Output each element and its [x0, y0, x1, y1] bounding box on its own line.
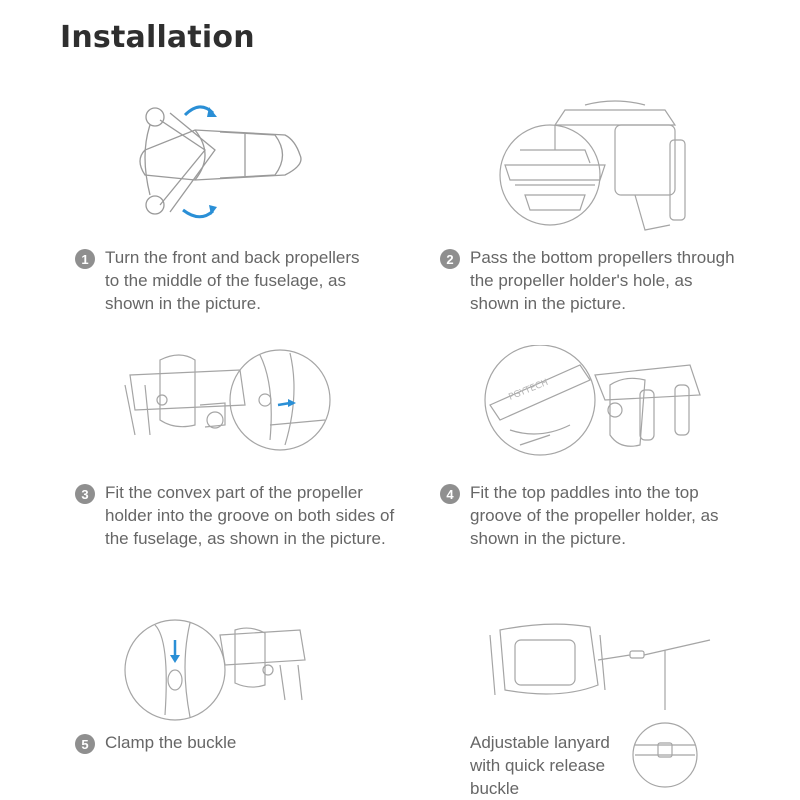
step-number-badge: 4	[440, 484, 460, 504]
illustration-step-4: PGYTECH	[480, 345, 710, 465]
illustration-step-1	[125, 95, 325, 225]
step-number-badge: 2	[440, 249, 460, 269]
lanyard-text: Adjustable lanyard with quick release bu…	[470, 733, 610, 798]
illustration-step-3	[120, 345, 340, 460]
step-text: Fit the top paddles into the top groove …	[470, 483, 719, 548]
step-5: 5 Clamp the buckle	[75, 731, 375, 754]
page-title: Installation	[60, 20, 255, 55]
step-number-badge: 1	[75, 249, 95, 269]
lanyard-caption: Adjustable lanyard with quick release bu…	[470, 731, 630, 800]
step-text: Pass the bottom propellers through the p…	[470, 248, 735, 313]
step-4: 4 Fit the top paddles into the top groov…	[440, 481, 740, 550]
step-1: 1 Turn the front and back propellers to …	[75, 246, 375, 315]
illustration-step-2	[495, 95, 695, 245]
step-text: Clamp the buckle	[105, 733, 237, 752]
step-2: 2 Pass the bottom propellers through the…	[440, 246, 740, 315]
step-number-badge: 5	[75, 734, 95, 754]
step-text: Fit the convex part of the propeller hol…	[105, 483, 395, 548]
illustration-lanyard	[480, 615, 720, 790]
brand-mark: PGYTECH	[507, 378, 549, 403]
step-number-badge: 3	[75, 484, 95, 504]
step-3: 3 Fit the convex part of the propeller h…	[75, 481, 405, 550]
step-text: Turn the front and back propellers to th…	[105, 248, 360, 313]
illustration-step-5	[120, 615, 310, 725]
